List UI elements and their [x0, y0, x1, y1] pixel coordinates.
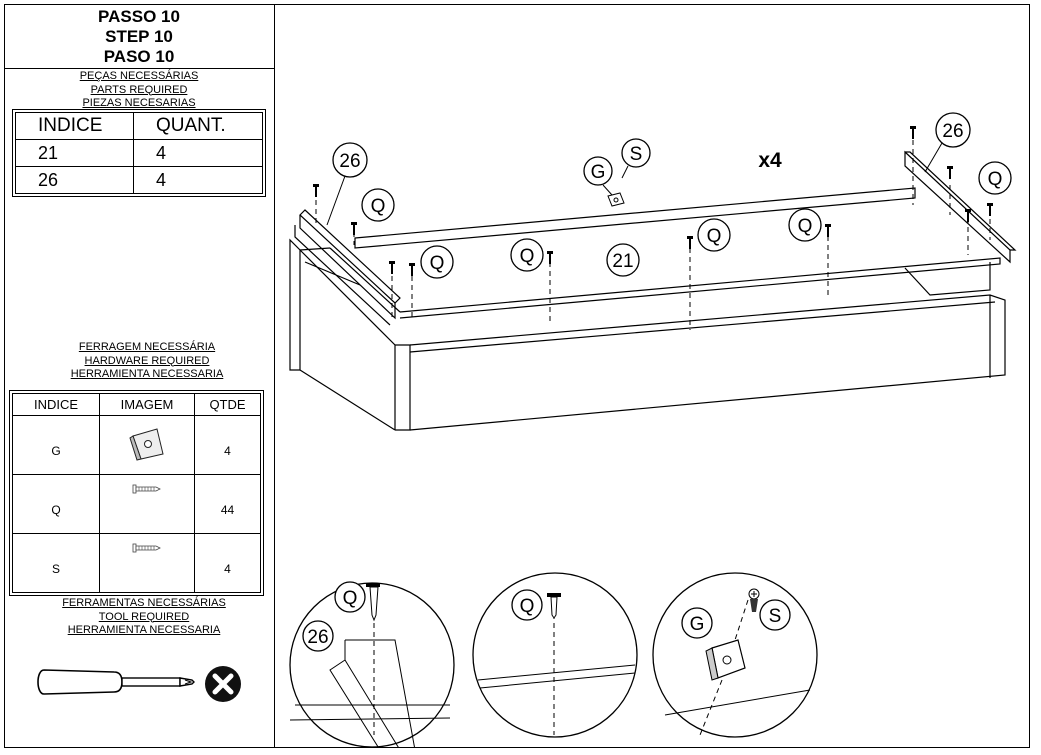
hardware-heading: FERRAGEM NECESSÁRIA HARDWARE REQUIRED HE… — [62, 341, 232, 382]
col-imagem: IMAGEM — [99, 393, 195, 416]
label-q: Q — [707, 226, 722, 247]
hardware-index: S — [12, 533, 100, 593]
label-q: Q — [988, 169, 1003, 190]
label-26: 26 — [339, 151, 360, 172]
col-indice: INDICE — [12, 393, 100, 416]
col-indice: INDICE — [15, 112, 134, 140]
detail-circle-3: G S — [652, 572, 818, 738]
assembly-drawing: 26 Q Q Q 21 Q Q G S 26 Q x4 Q 26 Q — [289, 112, 1017, 747]
hardware-table-header: INDICE IMAGEM QTDE — [12, 393, 261, 416]
detail-circle-1: Q 26 — [289, 581, 455, 747]
label-q: Q — [520, 246, 535, 267]
hardware-index: Q — [12, 474, 100, 534]
hardware-heading-pt: FERRAGEM NECESSÁRIA — [78, 341, 216, 353]
tools-heading-pt: FERRAMENTAS NECESSÁRIAS — [62, 597, 226, 609]
label-s: S — [769, 606, 782, 627]
detail-circle-2: Q — [472, 572, 638, 738]
hardware-qty: 4 — [194, 533, 261, 593]
hardware-qty: 44 — [194, 474, 261, 534]
label-26: 26 — [942, 121, 963, 142]
step-title-en: STEP 10 — [105, 27, 173, 46]
part-qty: 4 — [133, 139, 263, 167]
hardware-index: G — [12, 415, 100, 475]
step-title-pt: PASSO 10 — [98, 7, 180, 26]
callout-labels: 26 Q Q Q 21 Q Q G S 26 Q — [339, 121, 1002, 274]
label-26: 26 — [307, 627, 328, 648]
part-index: 26 — [15, 166, 134, 194]
parts-heading: PEÇAS NECESSÁRIAS PARTS REQUIRED PIEZAS … — [4, 70, 274, 111]
multiplier-label: x4 — [758, 149, 782, 172]
label-s: S — [630, 144, 643, 165]
table-row: G 4 — [12, 415, 261, 475]
tools-heading-en: TOOL REQUIRED — [98, 610, 190, 623]
label-q: Q — [520, 596, 535, 617]
table-row: S 4 — [12, 533, 261, 593]
parts-heading-en: PARTS REQUIRED — [90, 83, 188, 96]
step-title: PASSO 10 STEP 10 PASO 10 — [4, 4, 274, 69]
page-frame — [4, 4, 1030, 748]
label-g: G — [690, 614, 705, 635]
col-quant: QUANT. — [133, 112, 263, 140]
parts-heading-pt: PEÇAS NECESSÁRIAS — [79, 70, 199, 82]
parts-table-header: INDICE QUANT. — [15, 112, 263, 140]
part-qty: 4 — [133, 166, 263, 194]
screw-icon — [99, 474, 195, 534]
parts-table: INDICE QUANT. 21 4 26 4 — [15, 112, 263, 194]
callout-circles — [332, 112, 1012, 279]
cabinet-body — [289, 150, 1017, 431]
tools-heading: FERRAMENTAS NECESSÁRIAS TOOL REQUIRED HE… — [44, 597, 244, 638]
parts-heading-es: PIEZAS NECESARIAS — [82, 97, 196, 109]
label-g: G — [591, 162, 606, 183]
bracket-g-main — [607, 192, 625, 207]
label-q: Q — [371, 196, 386, 217]
table-row: 26 4 — [15, 166, 263, 194]
label-q: Q — [798, 216, 813, 237]
col-qtde: QTDE — [194, 393, 261, 416]
label-q: Q — [430, 253, 445, 274]
hardware-table: INDICE IMAGEM QTDE G 4 Q — [12, 393, 261, 593]
hardware-qty: 4 — [194, 415, 261, 475]
screws — [313, 126, 993, 276]
step-title-es: PASO 10 — [103, 47, 175, 66]
label-q: Q — [343, 588, 358, 609]
label-21: 21 — [612, 251, 633, 272]
hardware-heading-en: HARDWARE REQUIRED — [84, 354, 210, 367]
hardware-heading-es: HERRAMIENTA NECESSARIA — [70, 368, 224, 380]
screw-guides — [315, 140, 991, 330]
screw-icon — [99, 533, 195, 593]
table-row: 21 4 — [15, 139, 263, 167]
instruction-sidebar: PASSO 10 STEP 10 PASO 10 PEÇAS NECESSÁRI… — [4, 4, 275, 748]
table-row: Q 44 — [12, 474, 261, 534]
callout-leaders — [326, 142, 943, 226]
part-index: 21 — [15, 139, 134, 167]
screwdriver-icon — [37, 669, 195, 695]
x-circle-icon — [205, 666, 241, 702]
bracket-icon — [99, 415, 195, 475]
tools-heading-es: HERRAMIENTA NECESSARIA — [67, 624, 221, 636]
